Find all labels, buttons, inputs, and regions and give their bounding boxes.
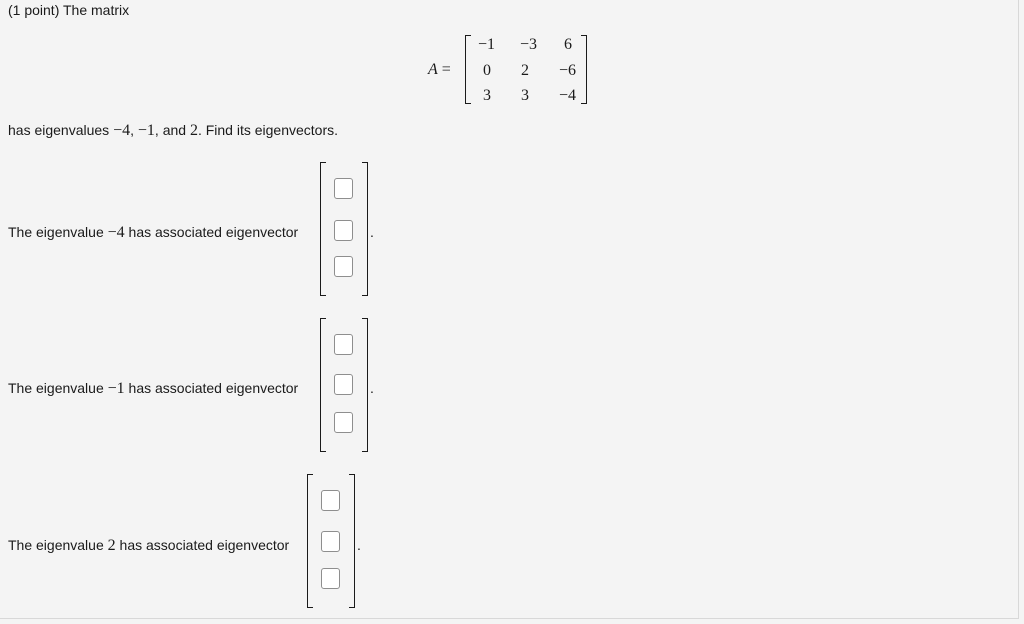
problem-header-text: (1 point) The matrix <box>8 2 130 18</box>
eigenvector-2-component-1-input[interactable] <box>334 334 353 355</box>
matrix-variable: A <box>428 61 438 78</box>
matrix-cell-0-0: −1 <box>477 36 495 53</box>
eigen-row-3-value: 2 <box>107 537 116 554</box>
eigenvalue-inline-3: 2 <box>189 122 198 139</box>
eigen-row-1-right-bracket <box>362 162 368 296</box>
eigen-row-2-period: . <box>370 380 374 396</box>
eigen-row-3-left-bracket <box>307 474 313 608</box>
eigen-row-2-suffix: has associated eigenvector <box>124 380 299 396</box>
matrix-cell-1-0: 0 <box>483 62 491 79</box>
eigen-row-1-label: The eigenvalue −4 has associated eigenve… <box>8 224 298 241</box>
eigenvector-2-component-2-input[interactable] <box>334 374 353 395</box>
eigen-row-3-label: The eigenvalue 2 has associated eigenvec… <box>8 537 289 554</box>
eigen-row-2-value: −1 <box>107 380 125 397</box>
eigen-row-1-period: . <box>370 224 374 240</box>
eigen-row-1-suffix: has associated eigenvector <box>124 224 299 240</box>
matrix-cell-2-1: 3 <box>521 87 529 104</box>
eigen-row-3-right-bracket <box>349 474 355 608</box>
matrix-cell-0-1: −3 <box>519 36 537 53</box>
eigenvector-2-component-3-input[interactable] <box>334 412 353 433</box>
problem-header: (1 point) The matrix <box>8 2 129 18</box>
eigen-row-2-prefix: The eigenvalue <box>8 380 108 396</box>
matrix-left-bracket <box>465 35 471 104</box>
eigen-row-3-prefix: The eigenvalue <box>8 537 108 553</box>
eigen-row-2-right-bracket <box>362 318 368 452</box>
eigen-row-3-suffix: has associated eigenvector <box>115 537 290 553</box>
eigenvector-3-component-3-input[interactable] <box>321 568 340 589</box>
eigenvalue-inline-1: −4 <box>113 122 131 139</box>
statement-suffix: . Find its eigenvectors. <box>197 122 339 138</box>
eigenvector-1-component-2-input[interactable] <box>334 220 353 241</box>
eigenvector-1-component-3-input[interactable] <box>334 256 353 277</box>
matrix-cell-1-2: −6 <box>558 62 576 79</box>
eigenvector-1-component-1-input[interactable] <box>334 178 353 199</box>
matrix-label: A = <box>428 61 451 78</box>
eigen-row-1-left-bracket <box>320 162 326 296</box>
eigenvector-3-component-2-input[interactable] <box>321 531 340 552</box>
matrix-cell-0-2: 6 <box>564 36 572 53</box>
matrix-cell-1-1: 2 <box>521 62 529 79</box>
matrix-cell-2-0: 3 <box>483 87 491 104</box>
eigen-row-1-prefix: The eigenvalue <box>8 224 108 240</box>
statement-separator-1: , <box>130 122 138 138</box>
matrix-cell-2-2: −4 <box>558 87 576 104</box>
eigen-row-1-value: −4 <box>107 224 125 241</box>
problem-statement: has eigenvalues −4, −1, and 2. Find its … <box>8 122 338 139</box>
statement-separator-2: , and <box>154 122 190 138</box>
eigenvalue-inline-2: −1 <box>137 122 155 139</box>
eigen-row-3-period: . <box>357 537 361 553</box>
matrix-right-bracket <box>581 35 587 104</box>
statement-prefix: has eigenvalues <box>8 122 114 138</box>
eigen-row-2-label: The eigenvalue −1 has associated eigenve… <box>8 380 298 397</box>
eigenvector-3-component-1-input[interactable] <box>321 490 340 511</box>
eigen-row-2-left-bracket <box>320 318 326 452</box>
